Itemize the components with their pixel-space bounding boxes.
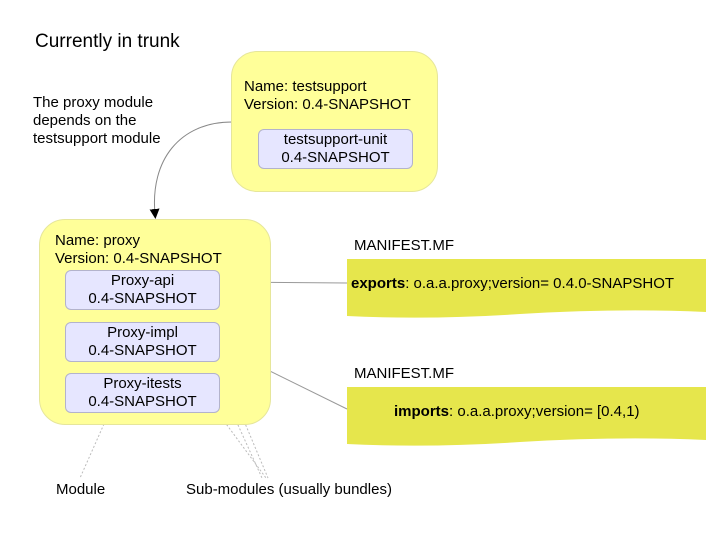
submodule-proxy-impl: Proxy-impl 0.4-SNAPSHOT (65, 322, 220, 362)
submodule-name: Proxy-itests (103, 375, 182, 392)
manifest-label-imports: MANIFEST.MF (354, 365, 454, 382)
manifest-note-imports (347, 387, 706, 446)
legend-submodules-label: Sub-modules (usually bundles) (186, 481, 392, 498)
annotation-line: testsupport module (33, 130, 161, 147)
manifest-keyword: imports (394, 403, 450, 420)
legend-module-pointer (79, 423, 105, 479)
module-testsupport: Name: testsupport Version: 0.4-SNAPSHOT … (231, 51, 438, 192)
annotation-line: depends on the (33, 112, 137, 129)
manifest-exports-text: exports: o.a.a.proxy;version= 0.4.0-SNAP… (351, 275, 674, 293)
submodule-name: testsupport-unit (283, 131, 388, 148)
manifest-imports-text: imports: o.a.a.proxy;version= [0.4,1) (394, 403, 640, 421)
manifest-keyword: exports (351, 275, 406, 292)
submodule-testsupport-unit: testsupport-unit 0.4-SNAPSHOT (258, 129, 413, 169)
manifest-value: : o.a.a.proxy;version= [0.4,1) (449, 403, 640, 420)
manifest-value: : o.a.a.proxy;version= 0.4.0-SNAPSHOT (405, 275, 675, 292)
module-proxy: Name: proxy Version: 0.4-SNAPSHOT Proxy-… (39, 219, 271, 425)
submodule-proxy-itests: Proxy-itests 0.4-SNAPSHOT (65, 373, 220, 413)
submodule-proxy-api: Proxy-api 0.4-SNAPSHOT (65, 270, 220, 310)
legend-module-label: Module (56, 481, 106, 498)
module-version: Version: 0.4-SNAPSHOT (244, 96, 411, 113)
submodule-version: 0.4-SNAPSHOT (88, 342, 197, 359)
module-name: Name: proxy (55, 232, 141, 249)
submodule-version: 0.4-SNAPSHOT (281, 149, 390, 166)
manifest-label-exports: MANIFEST.MF (354, 237, 454, 254)
submodule-name: Proxy-impl (107, 324, 178, 341)
manifest-note-exports (347, 259, 706, 318)
annotation-line: The proxy module (33, 94, 154, 111)
diagram-title: Currently in trunk (35, 31, 180, 52)
submodule-name: Proxy-api (110, 272, 175, 289)
submodule-version: 0.4-SNAPSHOT (88, 393, 197, 410)
module-version: Version: 0.4-SNAPSHOT (55, 250, 222, 267)
submodule-version: 0.4-SNAPSHOT (88, 290, 197, 307)
dependency-arrow (149, 121, 233, 219)
module-name: Name: testsupport (244, 78, 367, 95)
